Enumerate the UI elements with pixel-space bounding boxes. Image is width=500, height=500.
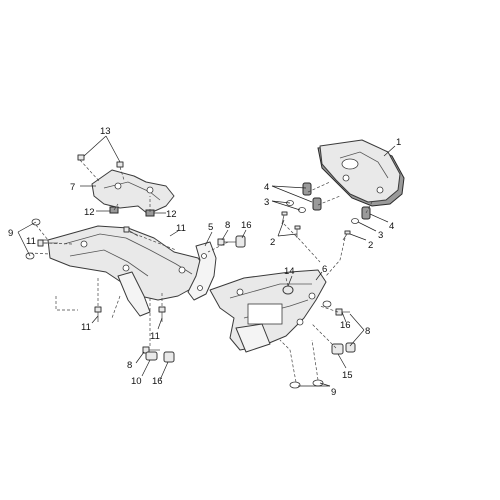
plug-part-14 (282, 285, 294, 295)
screw-parts-2 (281, 211, 351, 241)
callout-9-bottom: 9 (331, 387, 336, 398)
callout-7: 7 (70, 182, 75, 193)
callout-10: 10 (131, 376, 142, 387)
callout-8-bottom: 8 (127, 360, 132, 371)
callout-16-middle: 16 (241, 220, 252, 231)
left-bracket-part (47, 225, 209, 317)
screw-parts-11 (37, 226, 166, 322)
bolt-bushing-middle (217, 235, 246, 248)
callout-12-right: 12 (166, 209, 177, 220)
callout-11-bottom-left: 11 (81, 322, 91, 333)
callout-12-left: 12 (84, 207, 95, 218)
callout-4-right: 4 (389, 221, 394, 232)
small-parts-bottom-left (142, 346, 175, 363)
callout-6: 6 (322, 264, 327, 275)
callout-8-right: 8 (365, 326, 370, 337)
leader-lines (17, 135, 396, 387)
mount-bracket-part (209, 269, 327, 353)
callout-8-middle: 8 (225, 220, 230, 231)
callout-1: 1 (396, 137, 401, 148)
callout-3-left: 3 (264, 197, 269, 208)
grommet-parts (302, 182, 371, 220)
washer-parts-9-bottom (289, 379, 324, 389)
assembly-lines (29, 159, 373, 383)
callout-labels: 1 2 2 3 3 4 4 5 6 7 8 8 8 9 9 10 11 11 1… (8, 126, 401, 398)
bracket-rod-part (187, 241, 217, 301)
callout-2-right: 2 (368, 240, 373, 251)
callout-11-left: 11 (26, 236, 36, 247)
callout-11-top: 11 (176, 223, 186, 234)
washer-parts (286, 200, 359, 224)
callout-14: 14 (284, 266, 295, 277)
callout-9-left: 9 (8, 228, 13, 239)
callout-13: 13 (100, 126, 111, 137)
callout-4-left: 4 (264, 182, 269, 193)
callout-11-bottom-mid: 11 (150, 331, 160, 342)
callout-16-bottom: 16 (152, 376, 163, 387)
callout-16-right: 16 (340, 320, 351, 331)
callout-3-right: 3 (378, 230, 383, 241)
instrument-cover-part (317, 139, 405, 207)
callout-15: 15 (342, 370, 353, 381)
callout-5: 5 (208, 222, 213, 233)
upper-shield-part (91, 169, 175, 215)
callout-2-left: 2 (270, 237, 275, 248)
